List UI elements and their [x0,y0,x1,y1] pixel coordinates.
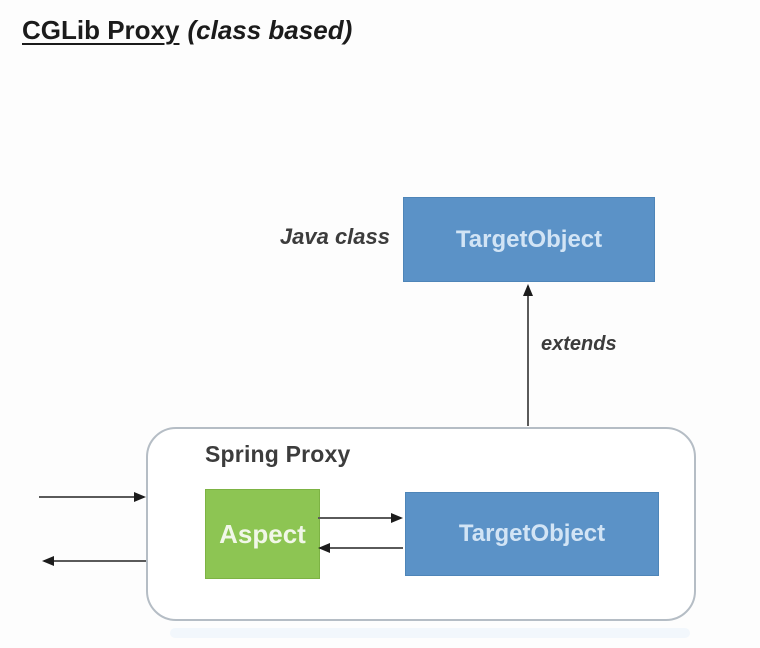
inner-target-object-label: TargetObject [458,520,606,547]
page-title: CGLib Proxy(class based) [22,12,352,48]
inner-target-object-box: TargetObject [405,492,659,576]
extends-label: extends [541,333,617,355]
java-class-label: Java class [279,224,390,249]
title-note: (class based) [187,15,353,45]
top-target-object-label: TargetObject [455,225,603,253]
spring-proxy-container: Spring Proxy Aspect TargetObject [146,427,696,621]
title-main: CGLib Proxy [22,15,180,45]
bottom-faint-strip [170,628,690,638]
top-target-object-box: TargetObject [403,197,655,282]
aspect-box: Aspect [205,489,320,579]
spring-proxy-label: Spring Proxy [205,441,351,467]
aspect-label: Aspect [219,518,306,549]
